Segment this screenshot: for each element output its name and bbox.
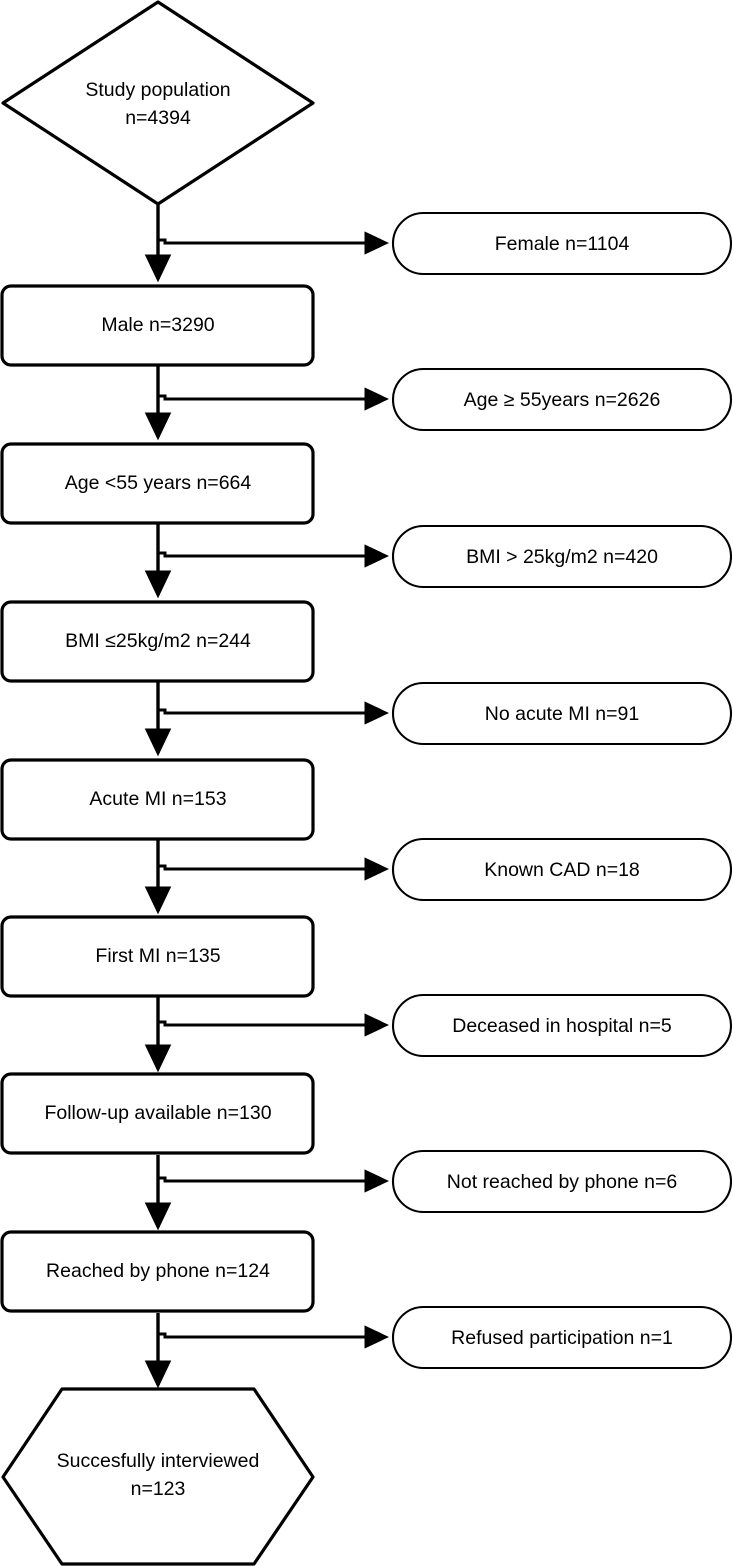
node-study-population-line1: Study population xyxy=(85,79,230,101)
node-exclusion-not-reached-by-phone-label: Not reached by phone n=6 xyxy=(447,1171,677,1193)
node-exclusion-bmi-over-25[interactable]: BMI > 25kg/m2 n=420 xyxy=(391,524,733,589)
connector-branch-exclusion-2 xyxy=(158,544,390,568)
node-exclusion-deceased-in-hospital[interactable]: Deceased in hospital n=5 xyxy=(391,993,733,1058)
node-bmi-under-25-label: BMI ≤25kg/m2 n=244 xyxy=(65,630,251,652)
connector-branch-exclusion-5 xyxy=(158,1013,390,1037)
node-age-under-55[interactable]: Age <55 years n=664 xyxy=(0,442,315,525)
node-successfully-interviewed[interactable]: Succesfully interviewed n=123 xyxy=(1,1387,315,1566)
node-exclusion-known-cad[interactable]: Known CAD n=18 xyxy=(391,837,733,902)
connector-branch-exclusion-6 xyxy=(158,1169,390,1193)
node-exclusion-refused-participation-label: Refused participation n=1 xyxy=(451,1327,673,1349)
connector-branch-exclusion-1 xyxy=(158,387,390,411)
node-age-under-55-label: Age <55 years n=664 xyxy=(65,472,252,494)
node-study-population-line2: n=4394 xyxy=(125,107,191,129)
node-exclusion-known-cad-label: Known CAD n=18 xyxy=(484,859,640,881)
connector-branch-exclusion-0 xyxy=(158,231,390,255)
connector-branch-exclusion-4 xyxy=(158,857,390,881)
node-acute-mi[interactable]: Acute MI n=153 xyxy=(0,758,315,841)
node-exclusion-female-label: Female n=1104 xyxy=(495,233,630,255)
node-exclusion-not-reached-by-phone[interactable]: Not reached by phone n=6 xyxy=(391,1149,733,1214)
node-exclusion-age-over-55-label: Age ≥ 55years n=2626 xyxy=(464,389,661,411)
node-successfully-interviewed-line1: Succesfully interviewed xyxy=(57,1450,260,1472)
node-study-population[interactable]: Study population n=4394 xyxy=(1,0,315,206)
node-bmi-under-25[interactable]: BMI ≤25kg/m2 n=244 xyxy=(0,600,315,683)
node-exclusion-female[interactable]: Female n=1104 xyxy=(391,211,733,276)
node-exclusion-bmi-over-25-label: BMI > 25kg/m2 n=420 xyxy=(466,546,658,568)
connector-branch-exclusion-7 xyxy=(158,1325,390,1349)
connector-branch-exclusion-3 xyxy=(158,701,390,725)
node-exclusion-age-over-55[interactable]: Age ≥ 55years n=2626 xyxy=(391,367,733,432)
node-exclusion-no-acute-mi-label: No acute MI n=91 xyxy=(485,703,639,725)
node-male[interactable]: Male n=3290 xyxy=(0,284,315,367)
node-follow-up-available[interactable]: Follow-up available n=130 xyxy=(0,1072,315,1155)
node-first-mi-label: First MI n=135 xyxy=(95,945,220,967)
node-exclusion-no-acute-mi[interactable]: No acute MI n=91 xyxy=(391,681,733,746)
node-acute-mi-label: Acute MI n=153 xyxy=(89,788,226,810)
node-reached-by-phone[interactable]: Reached by phone n=124 xyxy=(0,1230,315,1313)
node-reached-by-phone-label: Reached by phone n=124 xyxy=(46,1260,270,1282)
node-exclusion-refused-participation[interactable]: Refused participation n=1 xyxy=(391,1305,733,1370)
node-male-label: Male n=3290 xyxy=(101,314,214,336)
node-exclusion-deceased-in-hospital-label: Deceased in hospital n=5 xyxy=(452,1015,672,1037)
node-first-mi[interactable]: First MI n=135 xyxy=(0,915,315,998)
node-successfully-interviewed-line2: n=123 xyxy=(131,1478,186,1500)
node-follow-up-available-label: Follow-up available n=130 xyxy=(44,1102,271,1124)
